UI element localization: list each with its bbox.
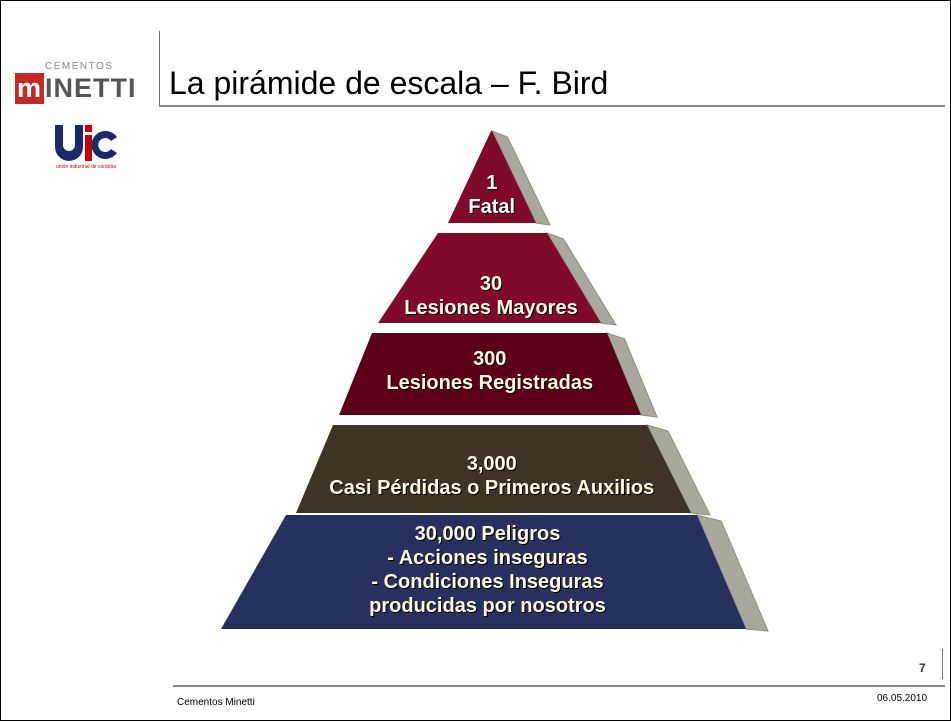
footer-company: Cementos Minetti [177, 697, 255, 708]
pyramid-tier-4 [296, 425, 691, 513]
footer-rule [173, 685, 945, 687]
pyramid-tier-side-3 [606, 332, 658, 418]
pyramid-tier-label-line: - Condiciones Inseguras [371, 571, 604, 593]
logo-minetti-m: m [15, 73, 45, 104]
footer-date: 06.05.2010 [877, 693, 928, 704]
pyramid-tier-label-line: 1 [486, 172, 498, 194]
pyramid-tier-label-line: Fatal [468, 196, 516, 218]
pyramid-tier-label-line: Casi Pérdidas o Primeros Auxilios [329, 477, 655, 499]
pyramid-tier-label-line: - Acciones inseguras [387, 547, 588, 569]
uic-logo: unión industrial de córdoba [51, 121, 121, 170]
pyramid-tier-label-line: 3,000 [466, 453, 517, 475]
page-number-divider [942, 649, 943, 679]
uic-logo-text: unión industrial de córdoba [55, 164, 117, 170]
pyramid-tier-1 [448, 131, 536, 223]
pyramid-tier-label-line: Lesiones Mayores [404, 297, 578, 319]
pyramid-tier-5 [221, 515, 746, 629]
uic-logo-icon [55, 125, 117, 161]
pyramid-tier-label-line: 30,000 Peligros [414, 523, 561, 545]
slide-title: La pirámide de escala – F. Bird [169, 65, 609, 101]
pyramid-tier-side-5 [696, 514, 769, 632]
pyramid-tier-label-line: producidas por nosotros [369, 595, 606, 617]
header-vertical-divider [159, 31, 160, 107]
logo-minetti-rest: INETTI [45, 73, 137, 103]
pyramid-tier-label-line: 300 [473, 348, 507, 370]
pyramid-tier-label-line: 30 [479, 273, 503, 295]
logo-cementos-text: CEMENTOS [45, 61, 114, 72]
page-number: 7 [919, 661, 926, 675]
pyramid-tier-label-5: 30,000 Peligros- Acciones inseguras- Con… [278, 522, 698, 618]
pyramid-tier-3 [339, 333, 641, 415]
pyramid-tier-label-line: Lesiones Registradas [386, 372, 594, 394]
pyramid-tier-2 [378, 233, 601, 323]
title-underline [159, 105, 945, 107]
